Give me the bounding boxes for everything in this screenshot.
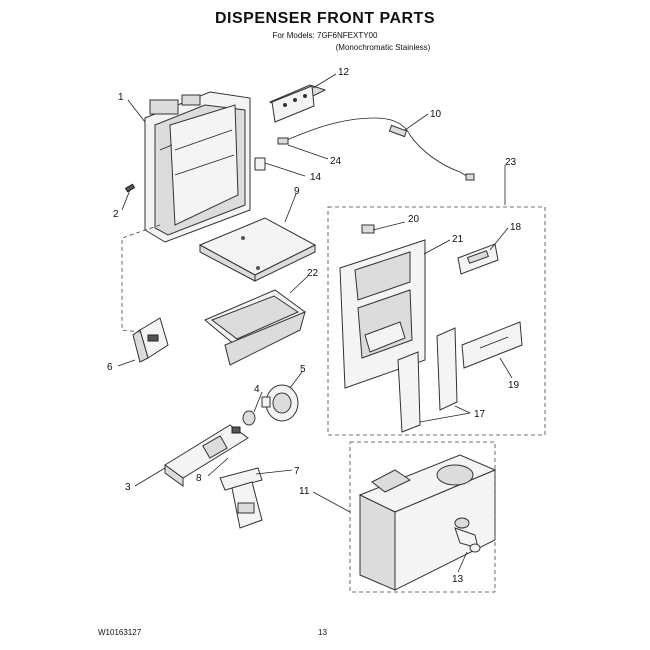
callout-10: 10 [430, 109, 442, 120]
callout-24: 24 [330, 156, 342, 167]
assembly-11-boundary [349, 441, 496, 593]
part-switch-module [132, 317, 169, 363]
part-overlay [461, 321, 523, 369]
callout-19: 19 [508, 380, 520, 391]
model-variant: (Monochromatic Stainless) [335, 43, 431, 52]
callout-4: 4 [254, 384, 260, 395]
callout-18: 18 [510, 222, 522, 233]
part-dispenser-housing [144, 91, 251, 243]
callout-1: 1 [118, 92, 124, 103]
part-wire-harness [277, 117, 475, 181]
part-drip-tray [204, 289, 306, 366]
callout-3: 3 [125, 482, 131, 493]
part-fitting [454, 517, 481, 553]
document-number: W10163127 [98, 628, 142, 637]
callout-5: 5 [300, 364, 306, 375]
callout-17: 17 [474, 409, 486, 420]
part-control-board [268, 84, 327, 123]
page-number: 13 [318, 628, 327, 637]
part-clip [254, 157, 266, 171]
leader-lines [117, 73, 513, 573]
switch-group-boundary [121, 224, 161, 333]
callout-20: 20 [408, 214, 420, 225]
part-drip-tray-base [198, 217, 317, 282]
part-dispenser-front-panel [339, 239, 426, 389]
callout-11: 11 [299, 486, 310, 497]
assembly-23-boundary [327, 206, 546, 436]
part-light [361, 224, 375, 234]
callout-22: 22 [307, 268, 319, 279]
part-control-panel [457, 243, 499, 275]
part-screw [124, 183, 136, 193]
callout-14: 14 [310, 172, 322, 183]
page-title: DISPENSER FRONT PARTS [215, 10, 435, 27]
callout-13: 13 [452, 574, 464, 585]
callout-23: 23 [505, 157, 517, 168]
callout-7: 7 [294, 466, 300, 477]
part-coupler [242, 410, 256, 426]
part-ice-chute-housing [358, 454, 497, 591]
part-paddle [219, 467, 263, 529]
callout-2: 2 [113, 209, 119, 220]
part-actuator-assembly [164, 424, 249, 487]
part-pads [397, 327, 458, 433]
callout-8: 8 [196, 473, 202, 484]
part-motor [261, 384, 299, 422]
callout-12: 12 [338, 67, 350, 78]
callout-6: 6 [107, 362, 113, 373]
model-number: For Models: 7GF6NFEXTY00 [272, 31, 378, 40]
callout-9: 9 [294, 186, 300, 197]
callout-21: 21 [452, 234, 464, 245]
